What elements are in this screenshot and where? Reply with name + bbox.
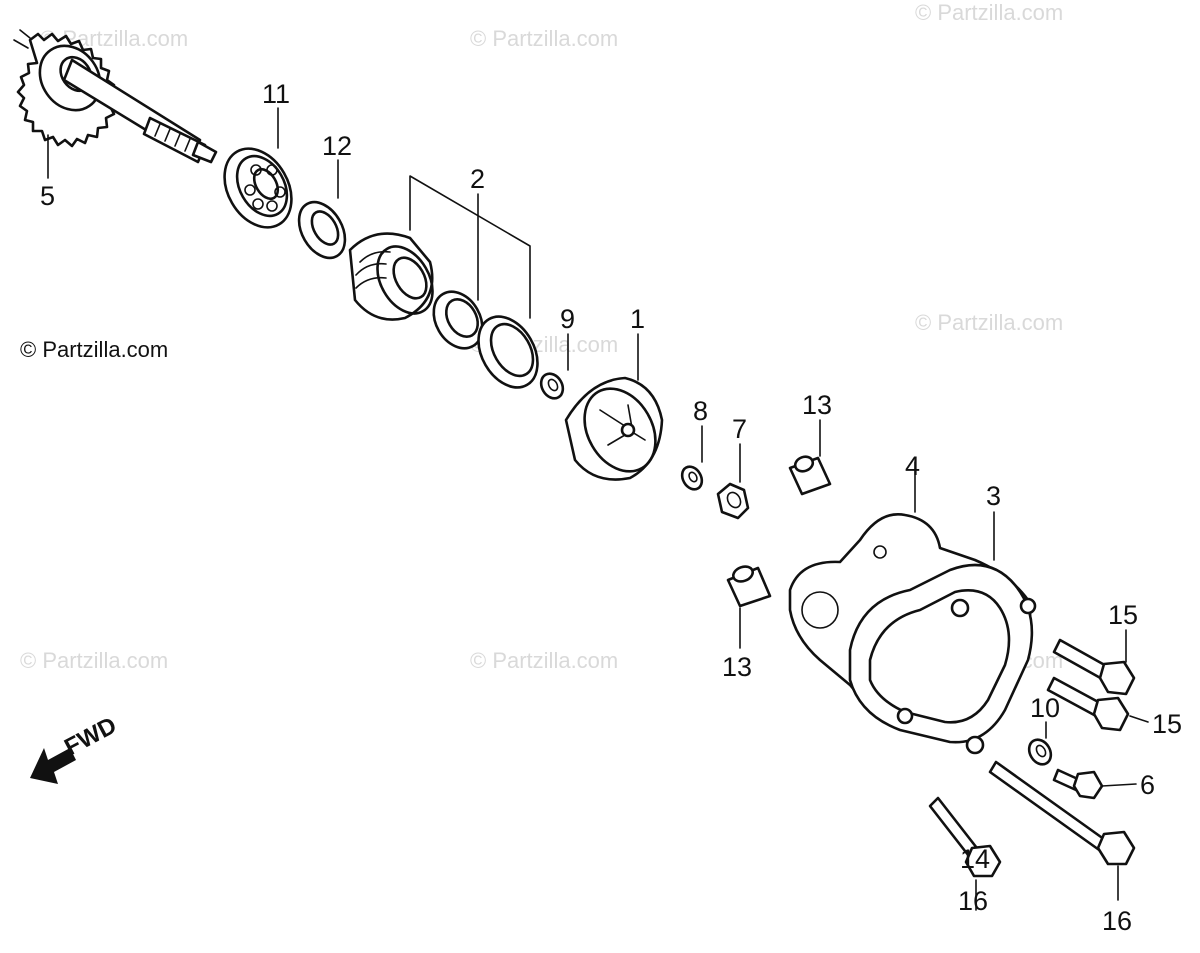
callout-6: 6 xyxy=(1140,770,1155,800)
watermark-low-center: © Partzilla.com xyxy=(470,648,618,673)
part-13-dowel-pin-upper xyxy=(788,455,832,496)
callout-1: 1 xyxy=(630,304,645,334)
callout-4: 4 xyxy=(905,451,920,481)
callout-7: 7 xyxy=(732,414,747,444)
part-11-bearing xyxy=(223,147,293,229)
callout-15-lower: 15 xyxy=(1152,709,1182,739)
part-15-bolt-lower xyxy=(1046,676,1130,732)
callout-13-upper: 13 xyxy=(802,390,832,420)
part-3-pump-cover xyxy=(848,563,1037,755)
callout-11: 11 xyxy=(262,79,290,109)
leader-15-lower xyxy=(1129,715,1149,723)
part-8-washer xyxy=(680,465,704,491)
fwd-arrow: FWD xyxy=(30,712,121,784)
part-1-impeller xyxy=(564,376,664,481)
part-7-nut xyxy=(716,482,750,520)
callout-15-upper: 15 xyxy=(1108,600,1138,630)
callout-10: 10 xyxy=(1030,693,1060,723)
part-15-bolt-upper xyxy=(1052,638,1136,696)
fwd-label: FWD xyxy=(60,712,121,761)
callout-3: 3 xyxy=(986,481,1001,511)
part-2-mechanical-seal xyxy=(348,232,539,389)
callout-5: 5 xyxy=(40,181,55,211)
callout-8: 8 xyxy=(693,396,708,426)
copyright-text: © Partzilla.com xyxy=(20,337,168,362)
part-9-washer xyxy=(539,372,565,400)
watermark-mid-right: © Partzilla.com xyxy=(915,310,1063,335)
watermark-low-left: © Partzilla.com xyxy=(20,648,168,673)
callout-16-left: 16 xyxy=(958,886,988,916)
callout-12: 12 xyxy=(322,131,352,161)
leader-6 xyxy=(1101,783,1137,787)
bracket-2 xyxy=(409,175,531,319)
callout-14: 14 xyxy=(960,844,990,874)
watermark-top-center: © Partzilla.com xyxy=(470,26,618,51)
callout-13-lower: 13 xyxy=(722,652,752,682)
part-5-pump-shaft-gear xyxy=(13,29,218,164)
part-13-dowel-pin-lower xyxy=(726,565,772,608)
callout-16-right: 16 xyxy=(1102,906,1132,936)
watermark-top-right: © Partzilla.com xyxy=(915,0,1063,25)
callout-9: 9 xyxy=(560,304,575,334)
part-10-washer xyxy=(1027,738,1053,766)
part-6-bolt xyxy=(1052,768,1104,800)
part-14-16-bolt-short xyxy=(928,796,1002,878)
part-12-oil-seal xyxy=(297,200,347,260)
part-16-bolt-long xyxy=(988,760,1136,866)
callout-2: 2 xyxy=(470,164,485,194)
